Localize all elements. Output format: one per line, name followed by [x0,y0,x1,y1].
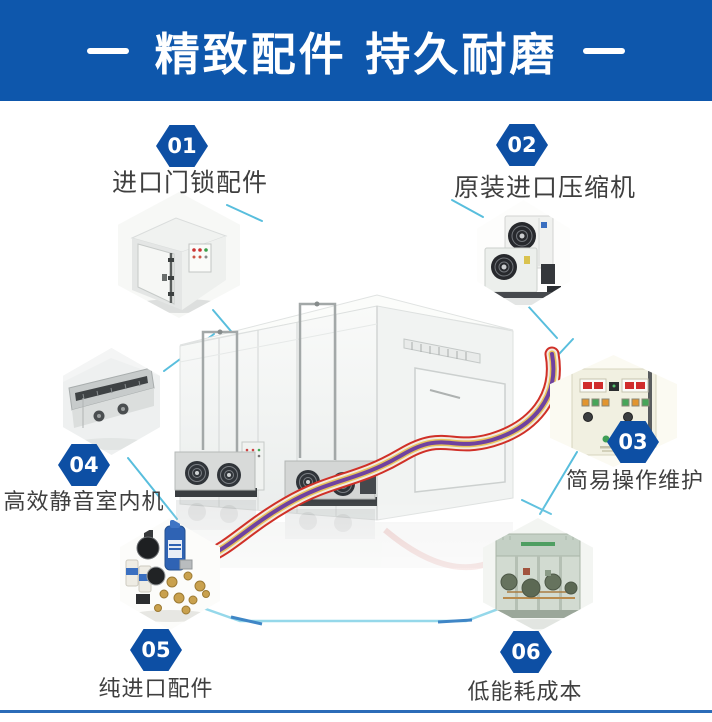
feature-number: 04 [69,453,99,477]
feature-number: 03 [618,430,648,454]
feature-label-01: 进口门锁配件 [111,168,269,197]
title-dash-left [86,47,129,54]
room-door [414,367,506,493]
feature-label-03: 简易操作维护 [565,469,705,494]
bottom-divider [0,710,712,713]
feature-label-02: 原装进口压缩机 [453,173,637,202]
feature-label-04: 高效静音室内机 [3,490,165,515]
title-banner: 精致配件 持久耐磨 [0,0,712,101]
page-title: 精致配件 持久耐磨 [154,28,558,81]
title-dash-right [583,47,626,54]
air-curtain [403,338,481,364]
feature-label-05: 纯进口配件 [98,677,214,702]
feature-number: 02 [507,133,537,157]
feature-number: 05 [141,638,171,662]
feature-number: 01 [167,134,197,158]
feature-number: 06 [511,640,541,664]
feature-label-06: 低能耗成本 [467,680,583,705]
